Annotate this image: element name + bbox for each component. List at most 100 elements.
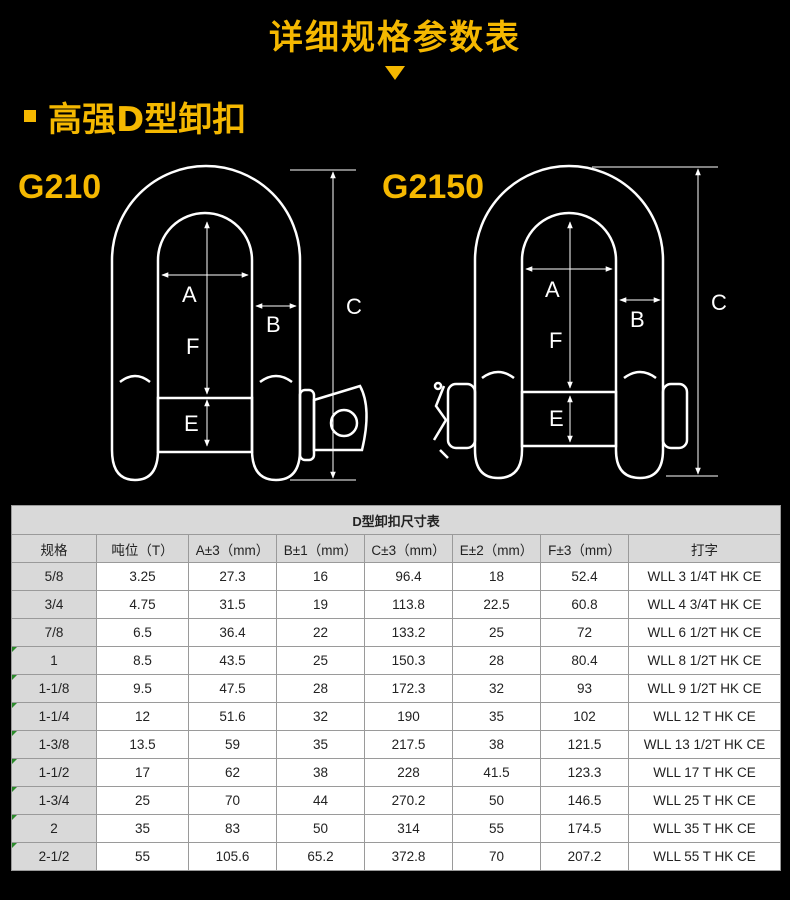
bolt-eye <box>312 384 368 452</box>
column-header: 打字 <box>627 534 782 563</box>
table-cell: 47.5 <box>188 674 277 703</box>
table-cell: 28 <box>276 674 365 703</box>
table-cell: 43.5 <box>188 646 277 675</box>
table-cell: 44 <box>276 786 365 815</box>
table-cell: WLL 25 T HK CE <box>627 786 782 815</box>
dim-label-b: B <box>266 312 281 337</box>
table-cell: 207.2 <box>540 842 629 871</box>
spec-table-wrapper: D型卸扣尺寸表 规格吨位（T）A±3（mm）B±1（mm）C±3（mm）E±2（… <box>10 505 782 871</box>
table-cell: 83 <box>188 814 277 843</box>
table-cell: 25 <box>96 786 189 815</box>
table-cell: WLL 17 T HK CE <box>627 758 782 787</box>
column-header: A±3（mm） <box>188 534 277 563</box>
table-cell: 59 <box>188 730 277 759</box>
table-cell: 18 <box>452 562 541 591</box>
table-cell: 80.4 <box>540 646 629 675</box>
bolt-band <box>520 390 618 448</box>
table-cell: WLL 12 T HK CE <box>627 702 782 731</box>
table-cell: 1-3/4 <box>11 786 97 815</box>
dim-label-c: C <box>711 290 727 315</box>
table-cell: 1-1/4 <box>11 702 97 731</box>
cotter-pin <box>432 385 449 459</box>
table-cell: 1 <box>11 646 97 675</box>
table-cell: 133.2 <box>364 618 453 647</box>
column-header: C±3（mm） <box>364 534 453 563</box>
section-title: 高强D型卸扣 <box>48 100 247 140</box>
table-cell: 105.6 <box>188 842 277 871</box>
table-cell: 60.8 <box>540 590 629 619</box>
table-cell: 22.5 <box>452 590 541 619</box>
column-header: E±2（mm） <box>452 534 541 563</box>
table-cell: 174.5 <box>540 814 629 843</box>
table-cell: 5/8 <box>11 562 97 591</box>
dim-label-f: F <box>549 328 562 353</box>
table-cell: 12 <box>96 702 189 731</box>
bolt-nut <box>446 382 477 450</box>
spec-table: D型卸扣尺寸表 规格吨位（T）A±3（mm）B±1（mm）C±3（mm）E±2（… <box>10 505 782 871</box>
shackle-outline <box>110 164 302 482</box>
table-cell: 13.5 <box>96 730 189 759</box>
table-cell: 96.4 <box>364 562 453 591</box>
table-cell: 3/4 <box>11 590 97 619</box>
table-cell: 190 <box>364 702 453 731</box>
table-cell: 270.2 <box>364 786 453 815</box>
column-header: F±3（mm） <box>540 534 629 563</box>
table-cell: 9.5 <box>96 674 189 703</box>
table-cell: WLL 35 T HK CE <box>627 814 782 843</box>
bolt-head <box>661 382 689 450</box>
bolt-band <box>156 396 254 454</box>
model-label-g210: G210 <box>18 168 102 206</box>
table-cell: 65.2 <box>276 842 365 871</box>
column-header: 规格 <box>11 534 97 563</box>
table-cell: WLL 4 3/4T HK CE <box>627 590 782 619</box>
table-cell: WLL 6 1/2T HK CE <box>627 618 782 647</box>
table-cell: 146.5 <box>540 786 629 815</box>
table-cell: 1-1/8 <box>11 674 97 703</box>
dim-label-b: B <box>630 307 645 332</box>
dim-label-a: A <box>545 277 560 302</box>
table-cell: 50 <box>452 786 541 815</box>
table-cell: 17 <box>96 758 189 787</box>
table-cell: 25 <box>276 646 365 675</box>
table-cell: 52.4 <box>540 562 629 591</box>
dim-label-e: E <box>184 411 199 436</box>
table-cell: 50 <box>276 814 365 843</box>
table-cell: 93 <box>540 674 629 703</box>
table-cell: 172.3 <box>364 674 453 703</box>
down-arrow-icon <box>385 66 405 80</box>
table-cell: 1-3/8 <box>11 730 97 759</box>
table-cell: 35 <box>276 730 365 759</box>
shackle-diagram-g2150: A B C E F <box>432 164 727 480</box>
square-bullet-icon <box>24 110 36 122</box>
table-cell: 150.3 <box>364 646 453 675</box>
dim-label-f: F <box>186 334 199 359</box>
table-cell: 372.8 <box>364 842 453 871</box>
table-cell: 70 <box>188 786 277 815</box>
table-cell: 28 <box>452 646 541 675</box>
table-cell: 121.5 <box>540 730 629 759</box>
table-header-row: 规格吨位（T）A±3（mm）B±1（mm）C±3（mm）E±2（mm）F±3（m… <box>11 534 782 563</box>
table-cell: WLL 8 1/2T HK CE <box>627 646 782 675</box>
table-cell: 55 <box>96 842 189 871</box>
table-cell: 7/8 <box>11 618 97 647</box>
table-cell: 55 <box>452 814 541 843</box>
table-cell: 41.5 <box>452 758 541 787</box>
table-cell: WLL 9 1/2T HK CE <box>627 674 782 703</box>
table-cell: 62 <box>188 758 277 787</box>
bolt-eye-hole <box>329 408 359 438</box>
table-cell: 2-1/2 <box>11 842 97 871</box>
table-cell: 217.5 <box>364 730 453 759</box>
table-cell: 314 <box>364 814 453 843</box>
dim-label-e: E <box>549 406 564 431</box>
column-header: B±1（mm） <box>276 534 365 563</box>
table-cell: 6.5 <box>96 618 189 647</box>
